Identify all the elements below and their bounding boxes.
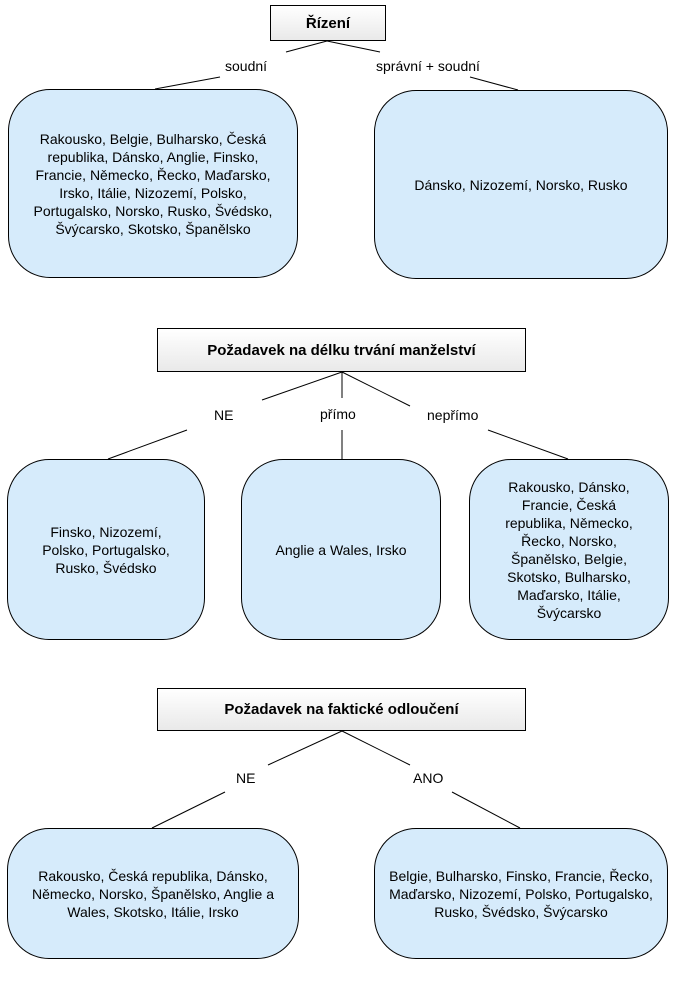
branch-label-ano: ANO: [413, 770, 444, 786]
box-primo: Anglie a Wales, Irsko: [241, 459, 441, 640]
connector-line: [107, 429, 188, 460]
connector-line: [341, 730, 411, 766]
connector-line: [151, 791, 226, 829]
connector-line: [267, 730, 343, 766]
branch-label-neprimo: nepřímo: [427, 407, 479, 423]
branch-label-soudni: soudní: [225, 58, 268, 74]
connector-line: [469, 76, 519, 91]
branch-label-ne: NE: [214, 407, 234, 423]
branch-label-spravni-soudni: správní + soudní: [376, 58, 480, 74]
box-ano: Belgie, Bulharsko, Finsko, Francie, Řeck…: [374, 828, 668, 959]
box-ne-2: Rakousko, Česká republika, Dánsko, Němec…: [7, 828, 299, 959]
header-delka-trvani: Požadavek na délku trvání manželství: [157, 328, 526, 372]
header-fakticke-odlouceni: Požadavek na faktické odloučení: [157, 688, 526, 731]
connector-line: [326, 40, 381, 53]
box-neprimo: Rakousko, Dánsko, Francie, Česká republi…: [469, 459, 669, 640]
connector-line: [341, 371, 411, 407]
branch-label-ne-2: NE: [236, 770, 256, 786]
connector-line: [451, 791, 521, 829]
connector-line: [261, 371, 343, 401]
box-ne: Finsko, Nizozemí, Polsko, Portugalsko, R…: [7, 459, 205, 640]
header-rizeni: Řízení: [270, 5, 386, 41]
box-soudni: Rakousko, Belgie, Bulharsko, Česká repub…: [8, 89, 298, 278]
box-spravni-soudni: Dánsko, Nizozemí, Norsko, Rusko: [374, 90, 668, 279]
connector-line: [154, 76, 221, 90]
connector-line: [285, 40, 328, 53]
connector-line: [487, 429, 569, 460]
branch-label-primo: přímo: [320, 406, 356, 422]
